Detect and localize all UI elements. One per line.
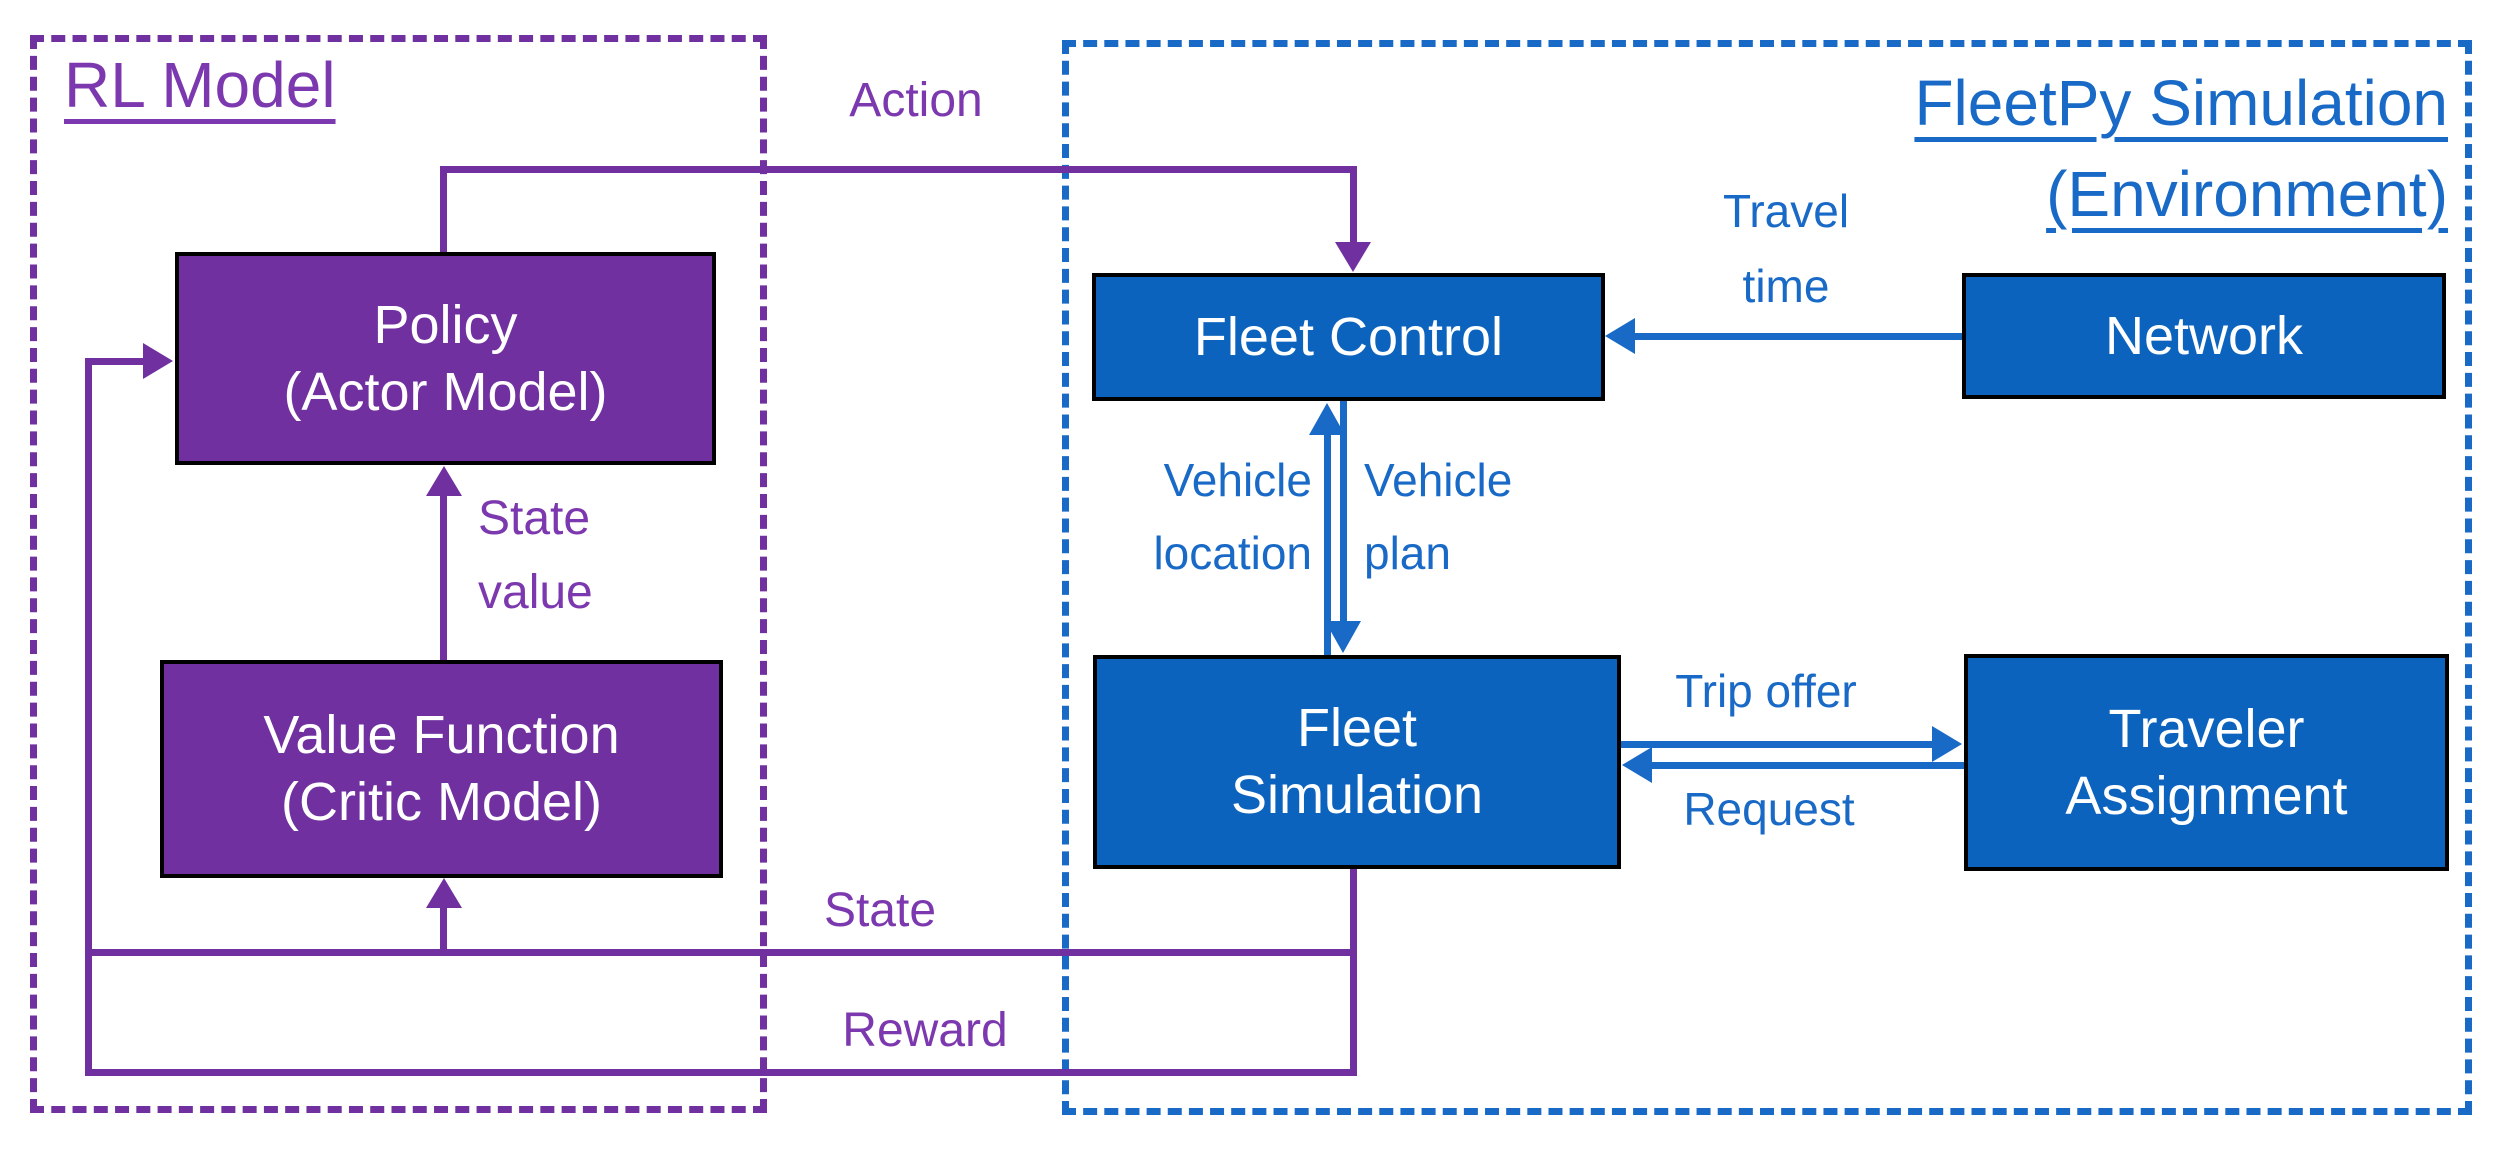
state-value-arrowhead (426, 466, 462, 496)
state-value-line (440, 494, 447, 660)
policy-input-arrowhead (143, 343, 173, 379)
traveler-assignment-box: Traveler Assignment (1964, 654, 2449, 871)
rl-model-title: RL Model (64, 48, 336, 122)
action-label: Action (849, 74, 983, 127)
fleet-simulation-box-line1: Fleet (1296, 698, 1418, 759)
fleetpy-title-line1: FleetPy Simulation (1914, 67, 2448, 139)
travel-time-label-line2: time (1742, 259, 1830, 312)
state-line-horizontal (85, 949, 1357, 956)
vehicle-plan-arrowhead (1325, 621, 1361, 653)
fleet-control-box: Fleet Control (1092, 273, 1605, 401)
action-line-drop (1350, 166, 1357, 244)
state-value-label-line1: State (478, 492, 591, 545)
request-arrowhead (1622, 747, 1652, 783)
action-arrowhead (1335, 242, 1371, 272)
network-box-label: Network (2104, 305, 2304, 366)
value-function-input-arrowhead (426, 878, 462, 908)
value-function-box-line1: Value Function (263, 705, 620, 766)
request-line (1652, 762, 1964, 769)
value-function-box: Value Function (Critic Model) (160, 660, 723, 878)
policy-box-line2: (Actor Model) (283, 361, 608, 422)
value-function-input-line (440, 908, 447, 949)
vehicle-plan-label-line1: Vehicle (1364, 454, 1513, 506)
trip-offer-label: Trip offer (1675, 665, 1857, 717)
policy-box-line1: Policy (373, 294, 518, 355)
travel-time-arrowhead (1605, 318, 1635, 354)
fleet-simulation-output-line (1350, 869, 1357, 1076)
vehicle-plan-label-line2: plan (1364, 526, 1451, 579)
rl-model-title-text: RL Model (64, 49, 336, 121)
travel-time-line (1630, 333, 1962, 340)
feedback-line-vertical (85, 358, 92, 1076)
travel-time-label-line1: Travel (1722, 185, 1850, 237)
feedback-line-into-policy (85, 358, 145, 365)
state-value-label: State value (478, 482, 593, 631)
state-value-label-line2: value (478, 566, 593, 620)
vehicle-location-label-line1: Vehicle (1163, 454, 1312, 506)
fleetpy-title: FleetPy Simulation (Environment) (1914, 58, 2448, 240)
action-line-horizontal (440, 166, 1357, 173)
reward-label: Reward (842, 1004, 1008, 1057)
vehicle-plan-line (1340, 401, 1347, 621)
fleetpy-environment-frame (1062, 40, 2472, 1115)
reward-line-horizontal (85, 1069, 1357, 1076)
vehicle-location-arrowhead (1309, 403, 1345, 435)
traveler-assignment-box-line1: Traveler (2108, 698, 2305, 759)
fleet-simulation-box-line2: Simulation (1230, 765, 1484, 825)
rl-model-frame (30, 35, 767, 1113)
network-box: Network (1962, 273, 2446, 399)
vehicle-plan-label: Vehicle plan (1364, 444, 1624, 589)
request-label: Request (1683, 783, 1855, 835)
vehicle-location-label-line2: location (1153, 526, 1312, 579)
vehicle-location-label: Vehicle location (1058, 444, 1312, 589)
traveler-assignment-box-line2: Assignment (2065, 765, 2348, 826)
trip-offer-line (1621, 741, 1933, 748)
fleetpy-title-line2: (Environment) (2046, 157, 2448, 230)
action-line-rise (440, 166, 447, 252)
travel-time-label: Travel time (1661, 174, 1911, 323)
vehicle-location-line (1324, 434, 1331, 655)
fleet-control-box-label: Fleet Control (1193, 306, 1504, 367)
trip-offer-arrowhead (1932, 726, 1962, 762)
policy-box: Policy (Actor Model) (175, 252, 716, 465)
fleet-simulation-box: Fleet Simulation (1093, 655, 1621, 869)
state-label: State (823, 884, 937, 937)
value-function-box-line2: (Critic Model) (280, 772, 603, 832)
